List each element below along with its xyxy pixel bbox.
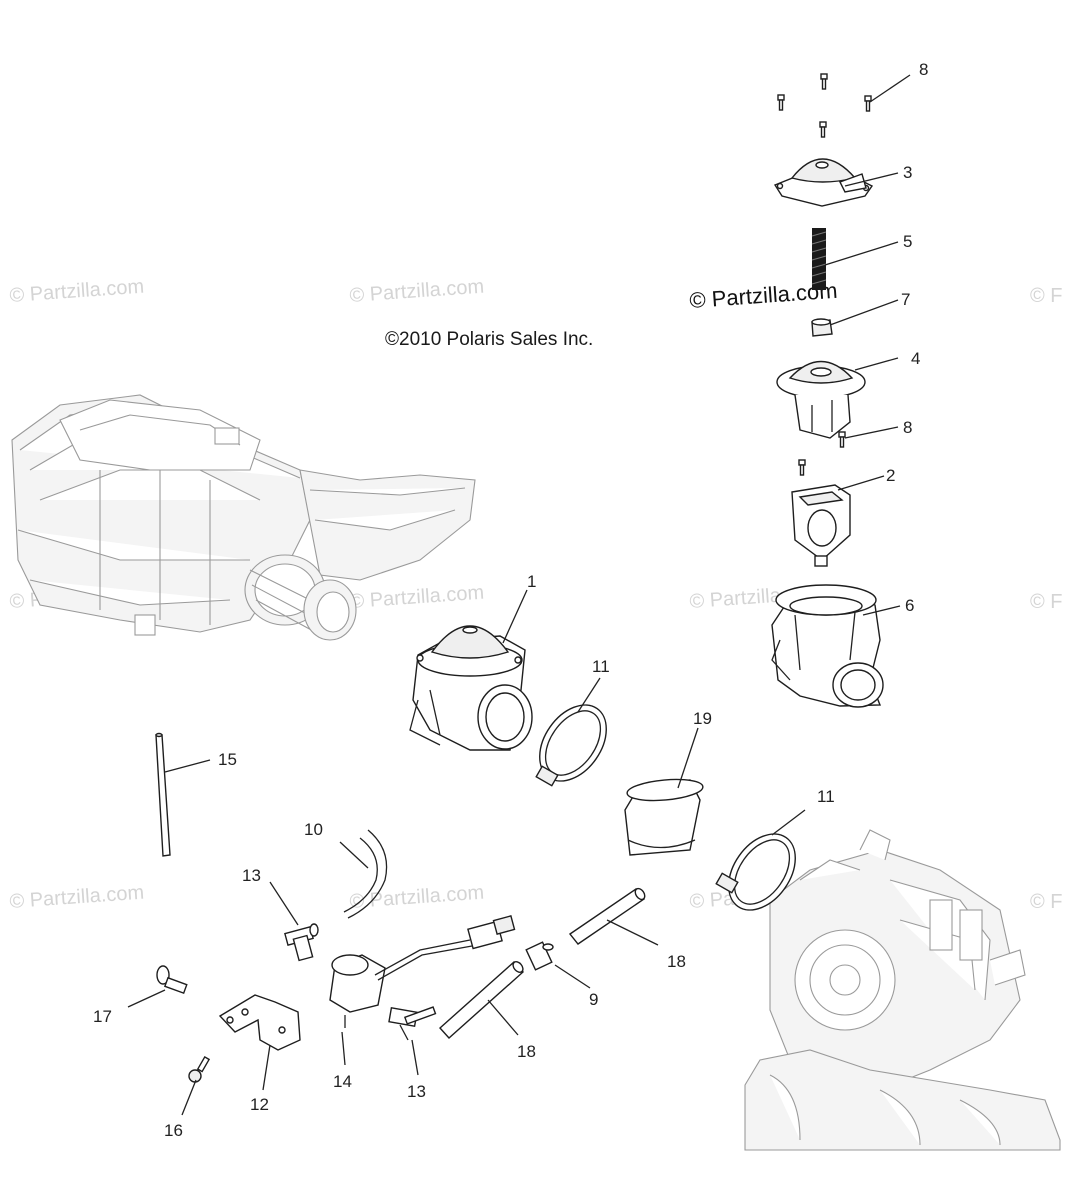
leader-lines (127, 74, 911, 1116)
copyright-notice: ©2010 Polaris Sales Inc. (385, 329, 593, 350)
airbox-assembly-ghost (11, 394, 476, 641)
watermark: © Partzilla.com (9, 276, 145, 307)
callout-10: 10 (304, 820, 323, 839)
callout-1: 1 (527, 572, 536, 591)
clamp-part-11b (715, 833, 796, 911)
clamp-part-11a (535, 704, 607, 787)
callout-13-lower: 13 (407, 1082, 426, 1101)
callout-5: 5 (903, 232, 912, 251)
callout-8: 8 (919, 60, 928, 79)
callout-4: 4 (911, 349, 920, 368)
throttle-body-part-6 (771, 584, 884, 708)
hose-part-18b (439, 961, 524, 1039)
connector-part-9 (525, 941, 554, 971)
engine-ghost (744, 829, 1061, 1151)
hose-part-10 (343, 829, 388, 919)
throttle-body-part-1 (409, 625, 533, 751)
callout-9: 9 (589, 990, 598, 1009)
callout-12: 12 (250, 1095, 269, 1114)
callout-8-lower: 8 (903, 418, 912, 437)
bolt-part-17 (156, 965, 188, 995)
watermark: © Partzilla.com (9, 882, 145, 913)
sensor-part-14 (329, 915, 516, 1028)
callout-2: 2 (886, 466, 895, 485)
spring-part-5 (811, 228, 827, 290)
hose-part-18a (568, 887, 646, 945)
callout-16: 16 (164, 1121, 183, 1140)
watermark: © Partzilla.com (349, 882, 485, 913)
watermark: © Partzilla.com (349, 582, 485, 613)
callout-17: 17 (93, 1007, 112, 1026)
tube-part-15 (155, 732, 171, 857)
watermark-partial: © F (1030, 591, 1063, 613)
callouts: 8 3 5 7 4 8 2 6 1 11 19 11 15 10 13 17 1… (93, 60, 928, 1140)
fitting-part-13b (388, 1006, 437, 1041)
screw-part-8b (798, 431, 846, 476)
callout-18-lower: 18 (517, 1042, 536, 1061)
watermark-partial: © F (1030, 285, 1063, 307)
watermark-partial: © F (1030, 891, 1063, 913)
retainer-part-7 (811, 318, 833, 337)
callout-11-upper: 11 (592, 657, 610, 676)
callout-18-upper: 18 (667, 952, 686, 971)
watermark: © Partzilla.com (349, 276, 485, 307)
diaphragm-part-4 (776, 360, 866, 439)
sleeve-part-19 (624, 778, 704, 856)
callout-14: 14 (333, 1072, 352, 1091)
callout-15: 15 (218, 750, 237, 769)
screw-part-8 (777, 73, 872, 138)
callout-6: 6 (905, 596, 914, 615)
slide-part-2 (791, 484, 851, 567)
callout-7: 7 (901, 290, 910, 309)
fitting-part-13a (284, 923, 319, 962)
bracket-part-12 (218, 994, 301, 1051)
callout-3: 3 (903, 163, 912, 182)
screw-part-16 (188, 1055, 211, 1083)
callout-19: 19 (693, 709, 712, 728)
callout-13-upper: 13 (242, 866, 261, 885)
callout-11-lower: 11 (817, 787, 835, 806)
cover-part-3 (773, 158, 874, 207)
